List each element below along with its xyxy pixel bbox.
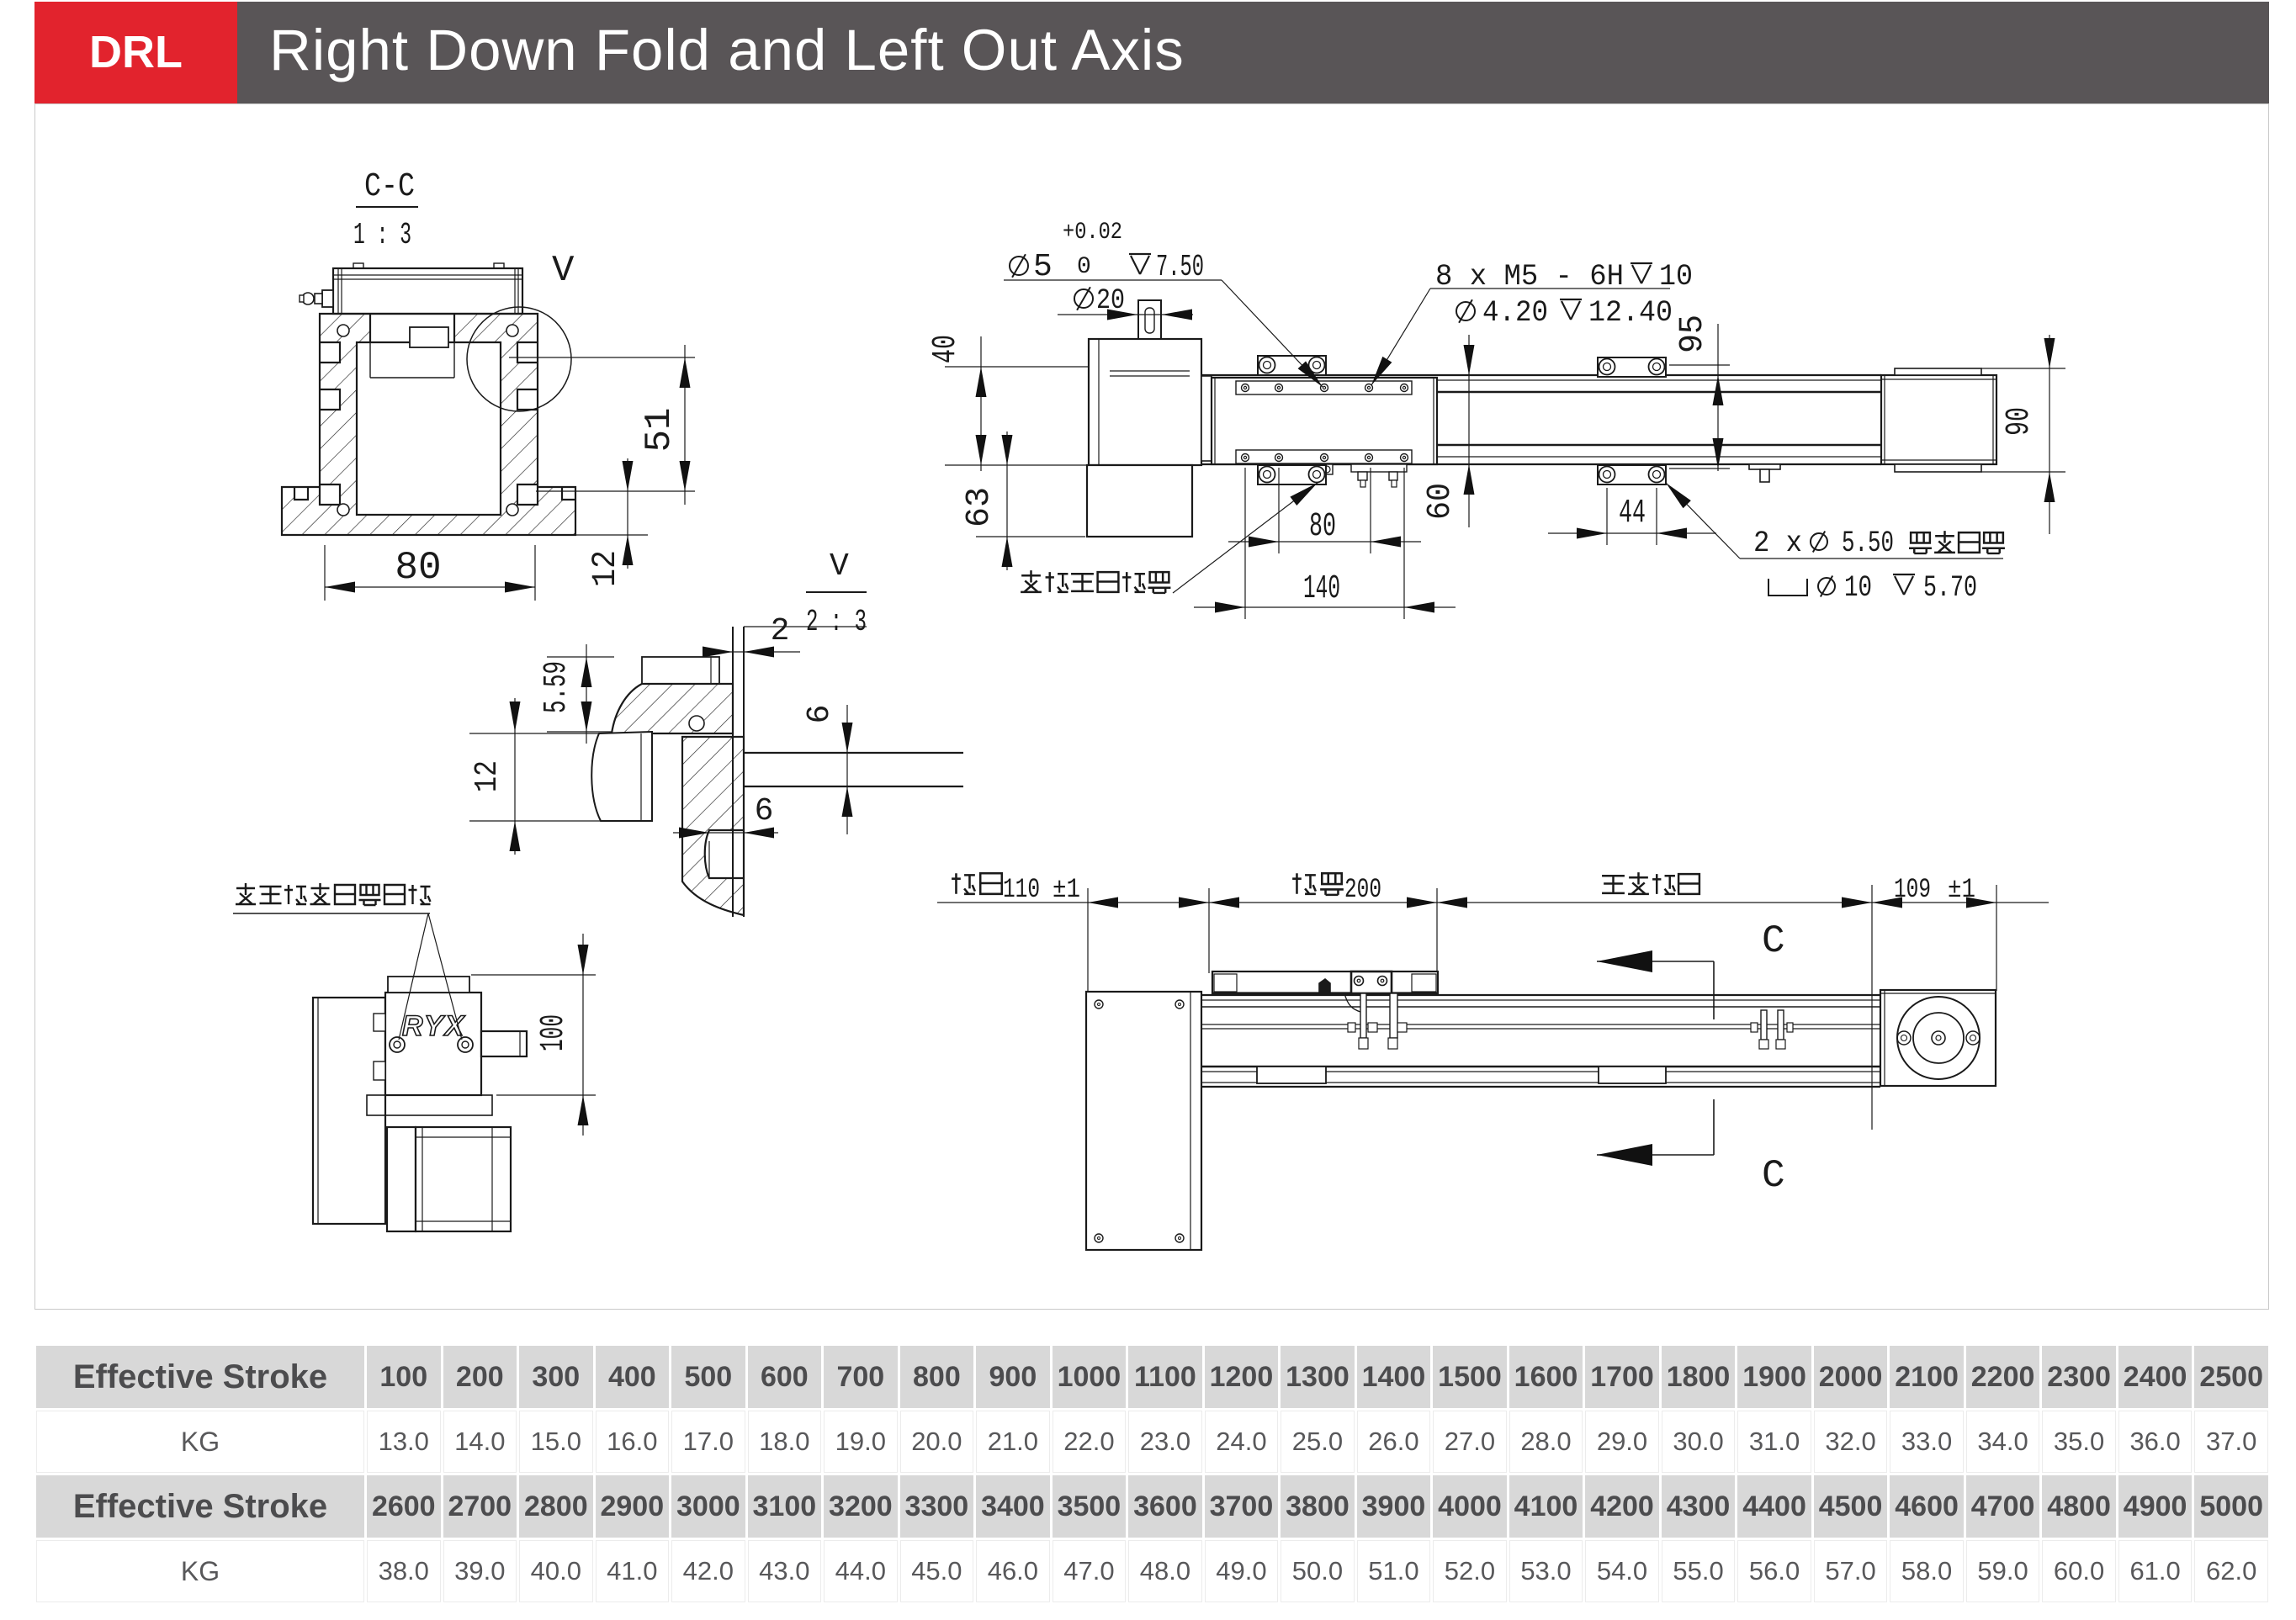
svg-text:5: 5 [1033,249,1053,285]
svg-text:7.50: 7.50 [1156,250,1204,284]
svg-text:6: 6 [802,705,838,724]
svg-text:95: 95 [1674,315,1712,353]
svg-text:80: 80 [395,546,441,590]
svg-text:5.50: 5.50 [1842,527,1894,560]
svg-text:140: 140 [1303,570,1340,608]
svg-text:2 x: 2 x [1753,527,1802,560]
svg-text:10: 10 [1844,571,1872,605]
svg-text:V: V [830,548,849,585]
svg-text:12: 12 [587,550,625,587]
svg-text:44: 44 [1619,495,1646,532]
svg-text:12.40: 12.40 [1588,296,1673,330]
svg-text:90: 90 [2001,407,2039,436]
svg-text:200: 200 [1344,874,1381,905]
svg-text:2: 2 [771,613,790,649]
svg-text:RYX: RYX [402,1010,466,1042]
svg-text:60: 60 [1422,483,1460,520]
svg-text:5.59: 5.59 [538,661,575,713]
svg-text:63: 63 [961,487,999,527]
svg-text:80: 80 [1309,508,1336,546]
svg-text:100: 100 [535,1014,573,1051]
svg-text:10: 10 [1659,260,1693,294]
svg-text:0: 0 [1077,254,1091,280]
svg-text:1 : 3: 1 : 3 [353,218,411,252]
svg-text:±1: ±1 [1053,874,1080,905]
svg-text:12: 12 [469,760,506,792]
svg-text:5.70: 5.70 [1923,571,1977,605]
svg-text:V: V [552,250,575,292]
svg-text:2 : 3: 2 : 3 [806,605,867,639]
svg-text:6: 6 [755,793,774,829]
svg-text:C: C [1762,1154,1785,1198]
svg-text:C: C [1762,919,1785,963]
svg-text:51: 51 [639,408,681,453]
svg-text:40: 40 [927,335,965,363]
svg-text:4.20: 4.20 [1482,296,1548,330]
svg-text:110: 110 [1003,874,1040,905]
svg-text:+0.02: +0.02 [1063,220,1122,246]
svg-text:8 x M5 - 6H: 8 x M5 - 6H [1435,260,1624,294]
svg-text:C-C: C-C [364,168,415,206]
